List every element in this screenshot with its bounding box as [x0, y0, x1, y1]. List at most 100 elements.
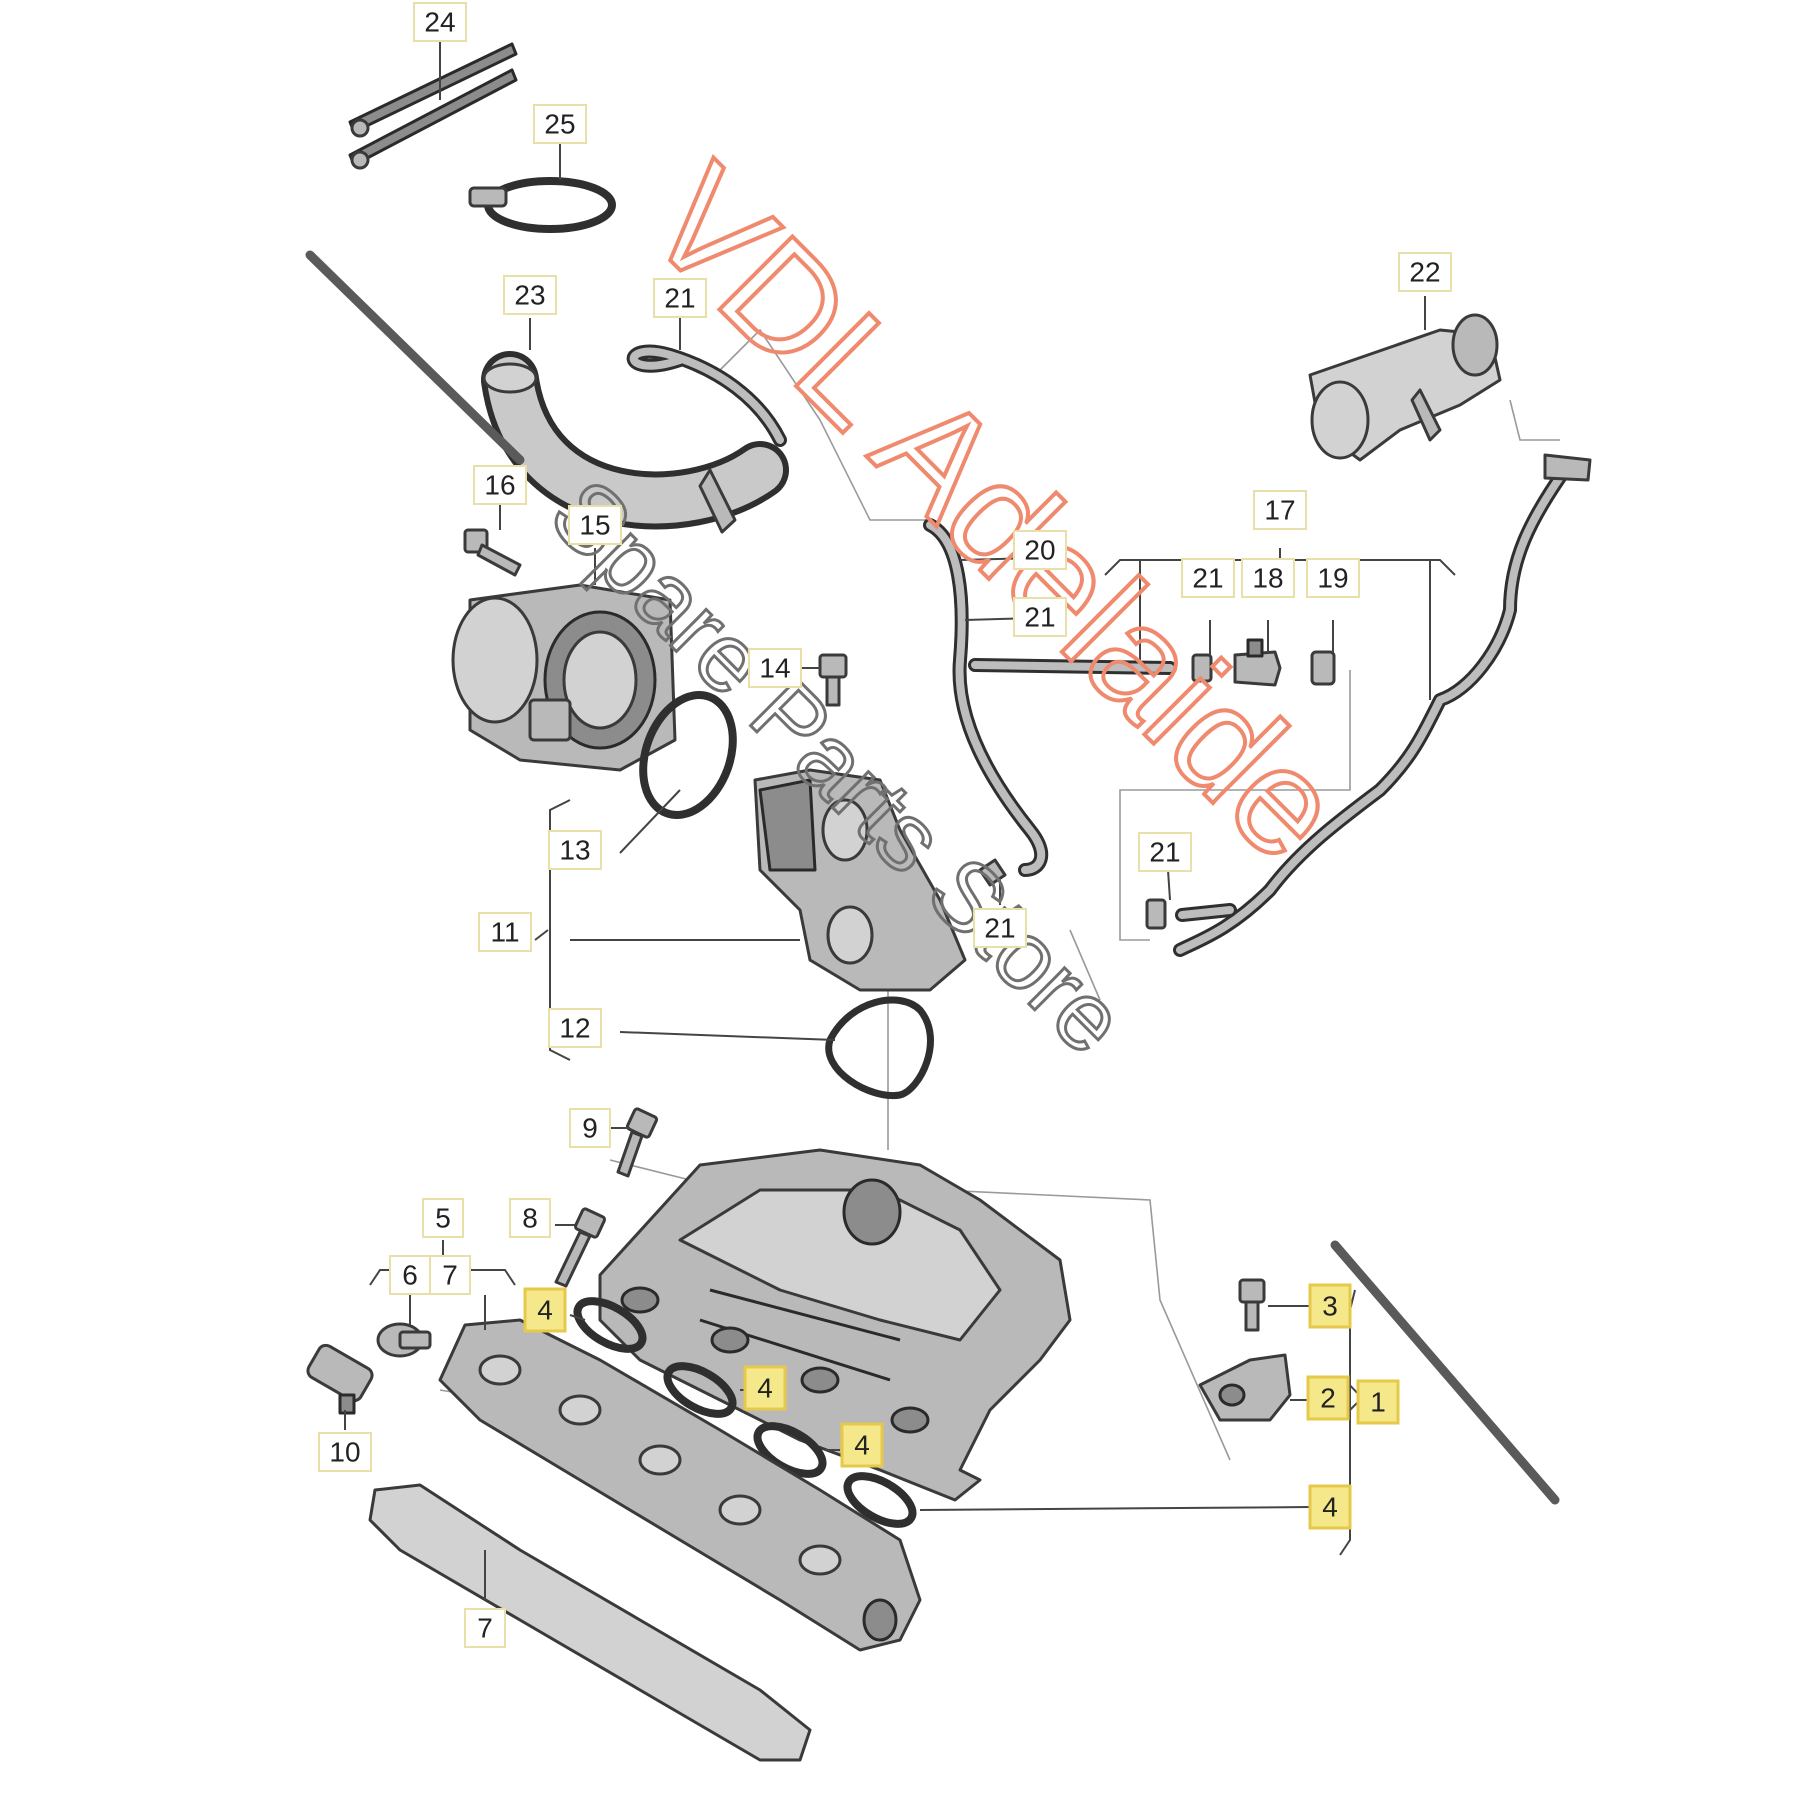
part-label-4a: 4 [523, 1287, 567, 1333]
port-gaskets-part-4 [573, 1297, 917, 1528]
bolt-part-16 [463, 528, 522, 577]
part-label-21a: 21 [653, 278, 707, 318]
bolt-part-9 [616, 1107, 659, 1178]
part-label-box [1241, 558, 1295, 598]
sensor-part-10 [306, 1343, 374, 1415]
part-label-13: 13 [548, 830, 602, 870]
part-label-box [509, 1198, 551, 1238]
watermark-slash-bottom [1330, 1240, 1560, 1505]
part-label-number: 3 [1322, 1291, 1338, 1322]
part-label-number: 21 [984, 913, 1015, 944]
part-label-box [743, 1365, 787, 1411]
part-label-22: 22 [1398, 252, 1452, 292]
part-label-21e: 21 [973, 908, 1027, 948]
gasket-part-12 [825, 996, 934, 1100]
watermark-slash-top [305, 250, 525, 465]
part-label-box [568, 505, 622, 545]
part-label-box [464, 1608, 506, 1648]
sensor-part-6 [376, 1322, 432, 1358]
part-label-number: 19 [1317, 563, 1348, 594]
part-label-box [1181, 558, 1235, 598]
vent-hose-part-21a [626, 344, 787, 447]
part-label-box [569, 1108, 611, 1148]
part-label-number: 4 [757, 1373, 773, 1404]
part-label-7a: 7 [429, 1255, 471, 1295]
hose-clamp-part-25 [468, 177, 616, 233]
part-label-number: 21 [1149, 837, 1180, 868]
part-label-number: 20 [1024, 535, 1055, 566]
part-label-2: 2 [1306, 1375, 1350, 1421]
part-label-20: 20 [1013, 530, 1067, 570]
part-label-number: 5 [435, 1203, 451, 1234]
part-label-box [1308, 1484, 1352, 1530]
bolt-part-8 [554, 1207, 607, 1288]
part-label-box [1013, 530, 1067, 570]
part-label-24: 24 [413, 2, 467, 42]
part-label-number: 25 [544, 109, 575, 140]
part-label-number: 13 [559, 835, 590, 866]
sensor-part-2 [1198, 1353, 1292, 1422]
part-label-box [1253, 490, 1307, 530]
part-label-number: 14 [759, 653, 790, 684]
part-label-box [473, 465, 527, 505]
part-label-1: 1 [1356, 1379, 1400, 1425]
part-label-4c: 4 [840, 1422, 884, 1468]
part-label-10: 10 [318, 1432, 372, 1472]
part-label-number: 1 [1370, 1387, 1386, 1418]
throttle-body-part-15 [451, 583, 677, 772]
part-label-box [503, 275, 557, 315]
part-label-16: 16 [473, 465, 527, 505]
part-label-7b: 7 [464, 1608, 506, 1648]
part-label-number: 21 [1024, 602, 1055, 633]
intake-elbow-part-11 [753, 768, 1007, 992]
part-label-number: 4 [537, 1295, 553, 1326]
part-label-box [429, 1255, 471, 1295]
part-label-number: 17 [1264, 495, 1295, 526]
part-label-number: 23 [514, 280, 545, 311]
part-label-5: 5 [422, 1198, 464, 1238]
cable-tie-part-24 [348, 42, 518, 170]
part-label-21b: 21 [1181, 558, 1235, 598]
part-label-box [318, 1432, 372, 1472]
part-label-21d: 21 [1138, 832, 1192, 872]
vent-hose-part-20 [923, 518, 1049, 877]
part-label-6: 6 [389, 1255, 431, 1295]
part-label-9: 9 [569, 1108, 611, 1148]
part-label-number: 12 [559, 1013, 590, 1044]
part-label-box [1306, 1375, 1350, 1421]
part-label-box [973, 908, 1027, 948]
intake-manifold [598, 1148, 1072, 1502]
part-label-box [1306, 558, 1360, 598]
part-label-number: 22 [1409, 257, 1440, 288]
part-label-box [748, 648, 802, 688]
part-label-number: 18 [1252, 563, 1283, 594]
part-label-number: 21 [664, 283, 695, 314]
part-label-number: 4 [1322, 1492, 1338, 1523]
part-label-box [1013, 597, 1067, 637]
part-label-15: 15 [568, 505, 622, 545]
part-label-box [533, 104, 587, 144]
part-label-box [653, 278, 707, 318]
part-label-23: 23 [503, 275, 557, 315]
part-label-number: 2 [1320, 1383, 1336, 1414]
part-label-number: 4 [854, 1430, 870, 1461]
part-label-18: 18 [1241, 558, 1295, 598]
part-label-11: 11 [478, 912, 532, 952]
part-label-number: 15 [579, 510, 610, 541]
part-label-box [840, 1422, 884, 1468]
part-label-21c: 21 [1013, 597, 1067, 637]
runner-block [438, 1318, 922, 1652]
part-label-19: 19 [1306, 558, 1360, 598]
bolt-part-14 [818, 653, 848, 707]
part-label-box [1138, 832, 1192, 872]
vent-assembly-part-17 [968, 638, 1336, 687]
part-label-box [1308, 1283, 1352, 1329]
part-label-number: 7 [477, 1613, 493, 1644]
part-label-25: 25 [533, 104, 587, 144]
part-label-number: 21 [1192, 563, 1223, 594]
part-label-12: 12 [548, 1008, 602, 1048]
part-label-number: 10 [329, 1437, 360, 1468]
